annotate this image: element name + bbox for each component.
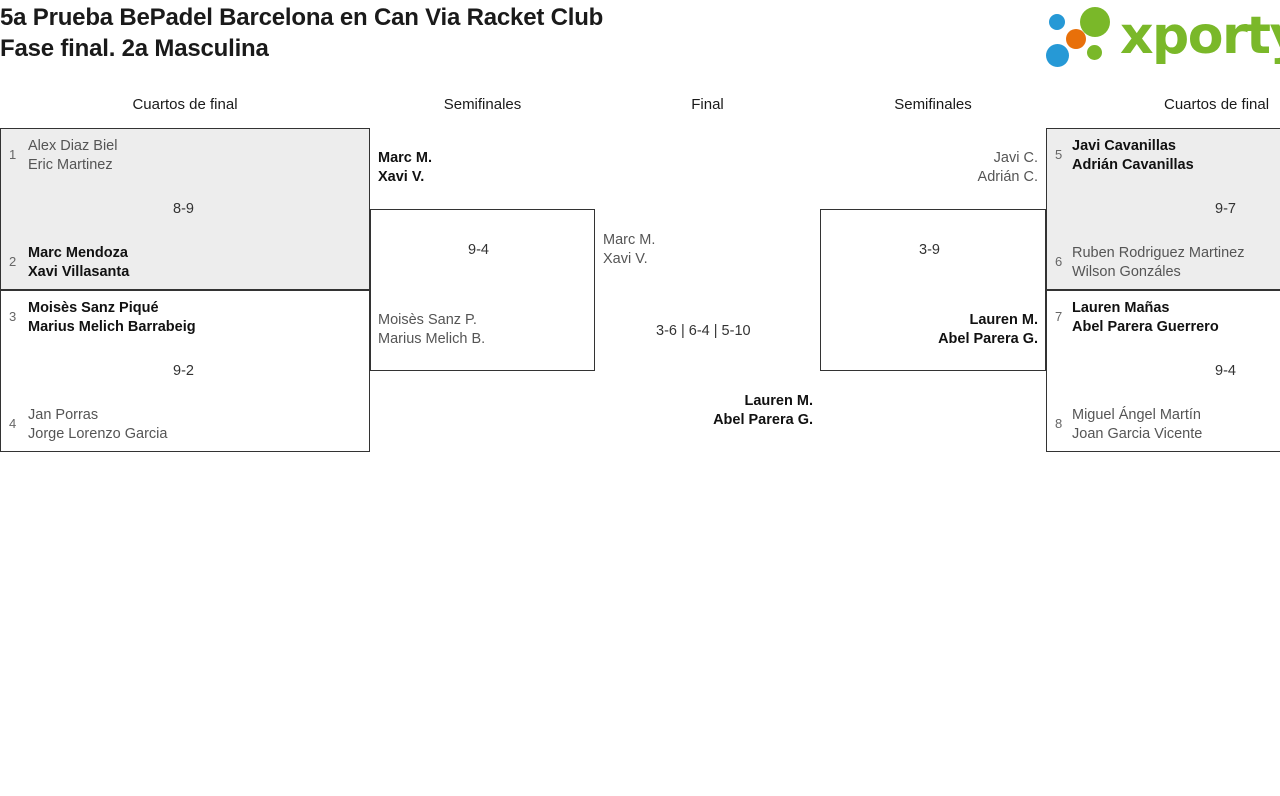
- score-qf4: 9-4: [1215, 363, 1236, 379]
- team-qf3-top: Javi Cavanillas Adrián Cavanillas: [1072, 137, 1194, 175]
- player-name: Jan Porras: [28, 407, 99, 423]
- player-name: Xavi Villasanta: [28, 264, 130, 280]
- player-name: Marc M.: [378, 150, 432, 166]
- team-qf1-bottom: Marc Mendoza Xavi Villasanta: [28, 244, 129, 282]
- page-title: 5a Prueba BePadel Barcelona en Can Via R…: [0, 2, 800, 64]
- seed-number-5: 5: [1055, 147, 1063, 162]
- team-qf4-top: Lauren Mañas Abel Parera Guerrero: [1072, 299, 1219, 337]
- team-qf4-bottom: Miguel Ángel Martín Joan Garcia Vicente: [1072, 406, 1202, 444]
- xporty-logo[interactable]: xporty: [1046, 5, 1280, 69]
- logo-dot-green-small: [1087, 45, 1102, 60]
- seed-number-8: 8: [1055, 416, 1063, 431]
- player-name: Moisès Sanz Piqué: [28, 300, 159, 316]
- seed-number-3: 3: [9, 309, 17, 324]
- round-header-left-qf: Cuartos de final: [132, 96, 238, 113]
- logo-dot-blue-large: [1046, 44, 1069, 67]
- player-name: Eric Martinez: [28, 157, 113, 173]
- logo-dot-orange: [1066, 29, 1086, 49]
- match-qf2[interactable]: 3 Moisès Sanz Piqué Marius Melich Barrab…: [0, 290, 370, 452]
- player-name: Javi Cavanillas: [1072, 138, 1176, 154]
- score-qf3: 9-7: [1215, 201, 1236, 217]
- team-final-top: Marc M. Xavi V.: [603, 231, 655, 269]
- score-qf1: 8-9: [173, 201, 194, 217]
- player-name: Xavi V.: [603, 251, 648, 267]
- team-qf2-bottom: Jan Porras Jorge Lorenzo Garcia: [28, 406, 167, 444]
- logo-wordmark: xporty: [1120, 6, 1280, 66]
- logo-dot-blue-small: [1049, 14, 1065, 30]
- player-name: Wilson Gonzáles: [1072, 264, 1181, 280]
- round-header-right-qf: Cuartos de final: [1164, 96, 1270, 113]
- seed-number-1: 1: [9, 147, 17, 162]
- match-sf-left[interactable]: [370, 209, 595, 371]
- player-name: Alex Diaz Biel: [28, 138, 118, 154]
- logo-dots-icon: [1046, 5, 1122, 69]
- team-sf-left-bottom: Moisès Sanz P. Marius Melich B.: [378, 311, 485, 349]
- match-qf1[interactable]: 1 Alex Diaz Biel Eric Martinez 8-9 2 Mar…: [0, 128, 370, 290]
- player-name: Jorge Lorenzo Garcia: [28, 426, 168, 442]
- team-final-bottom: Lauren M. Abel Parera G.: [607, 392, 813, 430]
- seed-number-6: 6: [1055, 254, 1063, 269]
- player-name: Abel Parera Guerrero: [1072, 319, 1219, 335]
- player-name: Marc M.: [603, 232, 656, 248]
- round-header-final: Final: [691, 96, 724, 113]
- player-name: Lauren Mañas: [1072, 300, 1170, 316]
- player-name: Moisès Sanz P.: [378, 312, 477, 328]
- seed-number-2: 2: [9, 254, 17, 269]
- score-qf2: 9-2: [173, 363, 194, 379]
- logo-dot-green-large: [1080, 7, 1110, 37]
- team-sf-right-bottom: Lauren M. Abel Parera G.: [838, 311, 1038, 349]
- player-name: Marc Mendoza: [28, 245, 128, 261]
- player-name: Miguel Ángel Martín: [1072, 407, 1201, 423]
- match-qf3[interactable]: 5 Javi Cavanillas Adrián Cavanillas 9-7 …: [1046, 128, 1280, 290]
- player-name: Javi C.: [993, 150, 1038, 166]
- player-name: Lauren M.: [744, 393, 813, 409]
- seed-number-7: 7: [1055, 309, 1063, 324]
- player-name: Marius Melich B.: [378, 331, 486, 347]
- title-line-1: 5a Prueba BePadel Barcelona en Can Via R…: [0, 4, 604, 31]
- player-name: Joan Garcia Vicente: [1072, 426, 1203, 442]
- player-name: Marius Melich Barrabeig: [28, 319, 196, 335]
- player-name: Lauren M.: [969, 312, 1038, 328]
- match-qf4[interactable]: 7 Lauren Mañas Abel Parera Guerrero 9-4 …: [1046, 290, 1280, 452]
- team-qf2-top: Moisès Sanz Piqué Marius Melich Barrabei…: [28, 299, 196, 337]
- team-sf-right-top: Javi C. Adrián C.: [838, 149, 1038, 187]
- score-sf-left: 9-4: [468, 242, 489, 258]
- match-sf-right[interactable]: [820, 209, 1046, 371]
- score-final: 3-6 | 6-4 | 5-10: [656, 323, 751, 339]
- team-qf3-bottom: Ruben Rodriguez Martinez Wilson Gonzáles: [1072, 244, 1244, 282]
- player-name: Ruben Rodriguez Martinez: [1072, 245, 1245, 261]
- title-line-2: Fase final. 2a Masculina: [0, 35, 269, 62]
- round-header-right-sf: Semifinales: [894, 96, 972, 113]
- player-name: Abel Parera G.: [938, 331, 1038, 347]
- seed-number-4: 4: [9, 416, 17, 431]
- team-qf1-top: Alex Diaz Biel Eric Martinez: [28, 137, 117, 175]
- team-sf-left-top: Marc M. Xavi V.: [378, 149, 432, 187]
- round-header-left-sf: Semifinales: [443, 96, 522, 113]
- player-name: Abel Parera G.: [713, 412, 813, 428]
- page-header: 5a Prueba BePadel Barcelona en Can Via R…: [0, 0, 1280, 85]
- score-sf-right: 3-9: [919, 242, 940, 258]
- player-name: Xavi V.: [378, 169, 425, 185]
- player-name: Adrián C.: [977, 169, 1038, 185]
- player-name: Adrián Cavanillas: [1072, 157, 1194, 173]
